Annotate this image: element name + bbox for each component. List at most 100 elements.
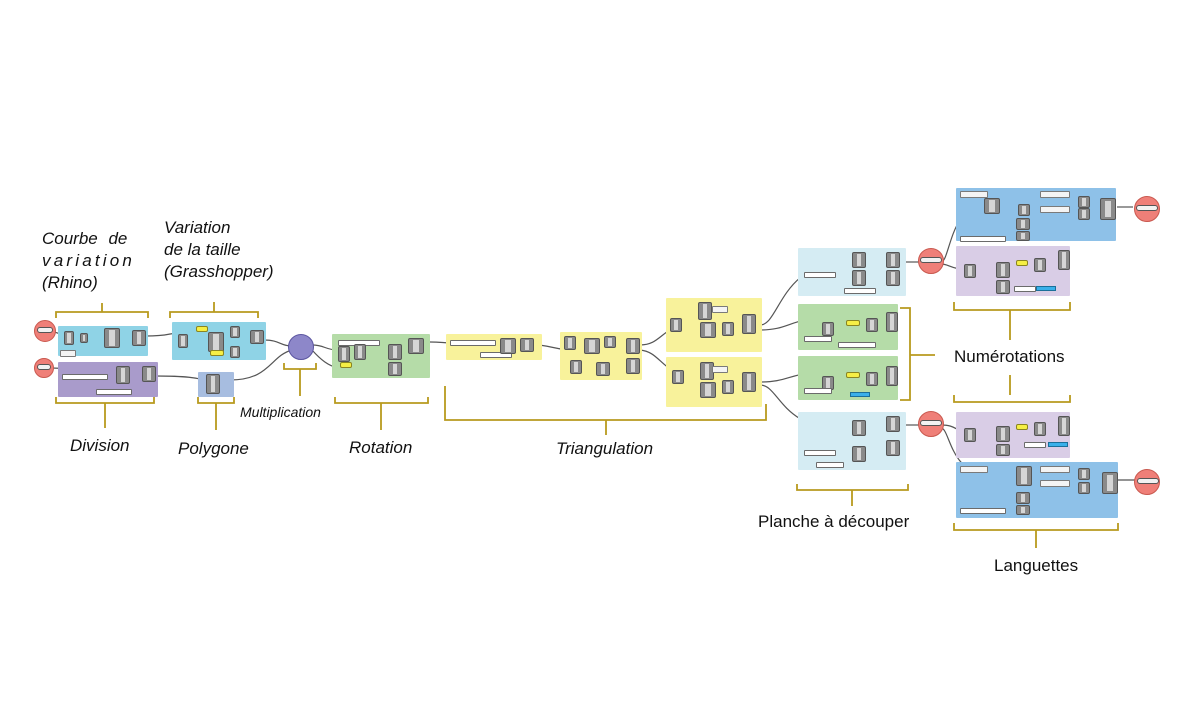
slider[interactable] [804,450,836,456]
output-param-2[interactable] [920,420,942,426]
component[interactable] [700,322,716,338]
component[interactable] [354,344,366,360]
component[interactable] [564,336,576,350]
slider[interactable] [960,236,1006,242]
panel[interactable] [1040,191,1070,198]
component[interactable] [1078,196,1090,208]
panel[interactable] [712,366,728,373]
component[interactable] [1018,204,1030,216]
curve-param-bottom[interactable] [37,364,51,370]
component[interactable] [80,333,88,343]
slider[interactable] [1014,286,1036,292]
component[interactable] [626,358,640,374]
component[interactable] [408,338,424,354]
component[interactable] [886,366,898,386]
panel[interactable] [1040,480,1070,487]
output-param-3[interactable] [1136,205,1158,211]
component[interactable] [178,334,188,348]
panel[interactable] [960,191,988,198]
component[interactable] [722,380,734,394]
slider[interactable] [450,340,496,346]
component[interactable] [822,322,834,336]
component[interactable] [570,360,582,374]
panel[interactable] [1040,206,1070,213]
panel[interactable] [846,320,860,326]
component[interactable] [1034,422,1046,436]
component[interactable] [520,338,534,352]
component[interactable] [852,446,866,462]
component[interactable] [886,270,900,286]
component[interactable] [852,252,866,268]
component[interactable] [886,312,898,332]
component[interactable] [250,330,264,344]
component[interactable] [388,344,402,360]
curve-param-top[interactable] [37,327,53,333]
component[interactable] [230,346,240,358]
component[interactable] [886,252,900,268]
component[interactable] [500,338,516,354]
component[interactable] [672,370,684,384]
slider[interactable] [844,288,876,294]
component[interactable] [996,262,1010,278]
component[interactable] [338,346,350,362]
color-swatch[interactable] [1036,286,1056,291]
slider[interactable] [1024,442,1046,448]
component[interactable] [700,362,714,380]
component[interactable] [886,440,900,456]
panel[interactable] [1040,466,1070,473]
component[interactable] [866,372,878,386]
component[interactable] [852,270,866,286]
component[interactable] [964,428,976,442]
panel[interactable] [60,350,76,357]
component[interactable] [388,362,402,376]
component[interactable] [584,338,600,354]
component[interactable] [1016,492,1030,504]
panel[interactable] [712,306,728,313]
component[interactable] [1078,468,1090,480]
component[interactable] [64,331,74,345]
panel[interactable] [846,372,860,378]
panel[interactable] [1016,424,1028,430]
component[interactable] [230,326,240,338]
component[interactable] [996,426,1010,442]
component[interactable] [700,382,716,398]
component[interactable] [206,374,220,394]
component[interactable] [596,362,610,376]
component[interactable] [742,372,756,392]
slider[interactable] [62,374,108,380]
panel[interactable] [196,326,208,332]
component[interactable] [1016,505,1030,515]
component[interactable] [1102,472,1118,494]
slider[interactable] [480,352,512,358]
panel[interactable] [1016,260,1028,266]
component[interactable] [866,318,878,332]
component[interactable] [722,322,734,336]
component[interactable] [996,280,1010,294]
output-param-4[interactable] [1137,478,1159,484]
component[interactable] [208,332,224,352]
component[interactable] [670,318,682,332]
component[interactable] [886,416,900,432]
panel[interactable] [340,362,352,368]
component[interactable] [742,314,756,334]
component[interactable] [1078,208,1090,220]
component[interactable] [104,328,120,348]
component[interactable] [1034,258,1046,272]
component[interactable] [1078,482,1090,494]
component[interactable] [984,198,1000,214]
panel[interactable] [960,466,988,473]
component[interactable] [116,366,130,384]
component[interactable] [604,336,616,348]
component[interactable] [996,444,1010,456]
component[interactable] [1016,231,1030,241]
component[interactable] [964,264,976,278]
component[interactable] [852,420,866,436]
color-swatch[interactable] [1048,442,1068,447]
output-param-1[interactable] [920,257,942,263]
slider[interactable] [804,388,832,394]
component[interactable] [1016,218,1030,230]
panel[interactable] [210,350,224,356]
component[interactable] [626,338,640,354]
component[interactable] [698,302,712,320]
